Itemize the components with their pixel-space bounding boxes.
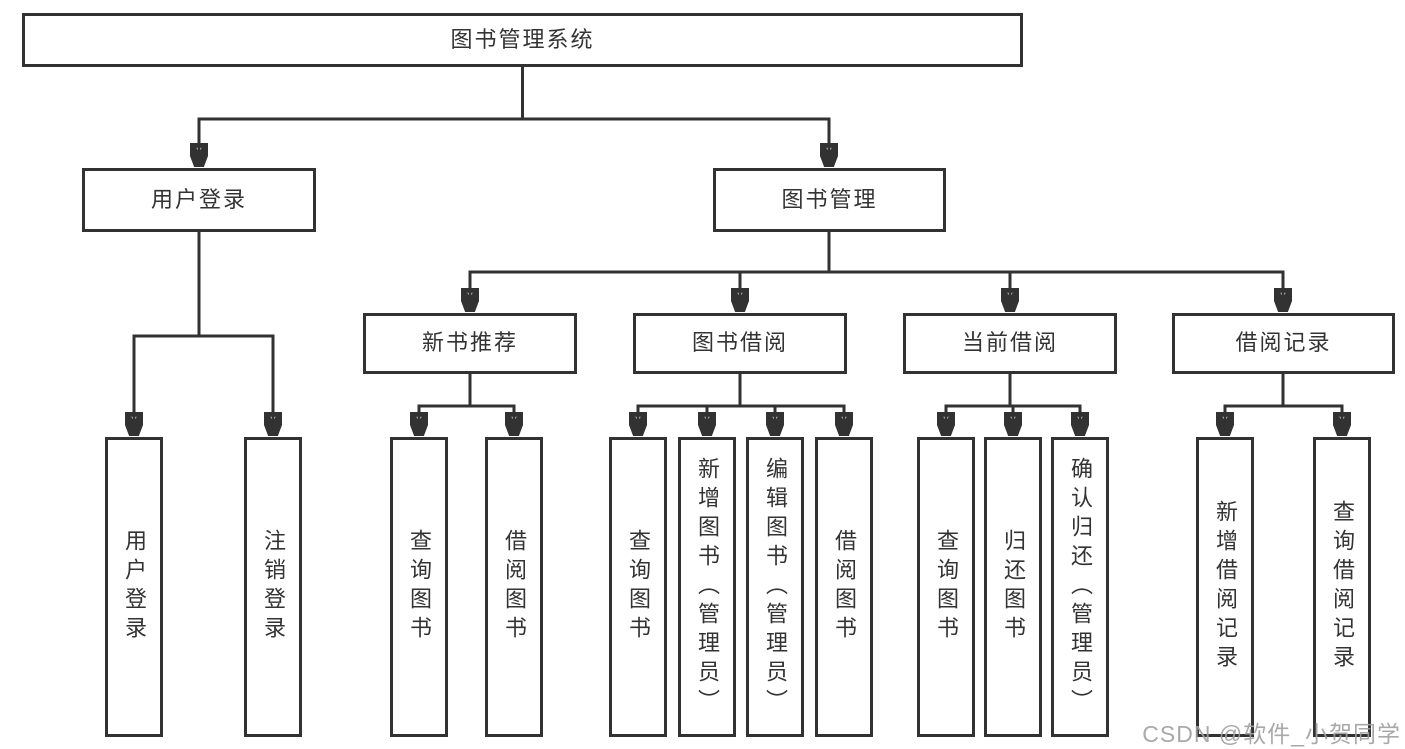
node-label: 借阅图书 [502,529,527,645]
leaf-borrowing-query-books: 查询图书 [609,437,667,737]
leaf-current-return-books: 归还图书 [984,437,1042,737]
node-label: 查询图书 [407,529,432,645]
leaf-newrec-borrow-books: 借阅图书 [485,437,543,737]
node-label: 图书借阅 [691,330,788,356]
node-label: 归还图书 [1001,529,1026,645]
node-label: 借阅记录 [1235,330,1332,356]
node-label: 查询借阅记录 [1330,500,1355,674]
leaf-borrowing-add-books-admin: 新增图书（管理员） [678,437,736,737]
node-label: 编辑图书（管理员） [763,456,788,718]
node-label: 确认归还（管理员） [1068,456,1093,718]
leaf-records-add-borrow-record: 新增借阅记录 [1196,437,1254,737]
node-label: 查询图书 [934,529,959,645]
leaf-user-login: 用户登录 [105,437,163,737]
leaf-current-confirm-return-admin: 确认归还（管理员） [1051,437,1109,737]
node-label: 当前借阅 [961,330,1058,356]
node-label: 用户登录 [150,186,247,212]
leaf-records-query-borrow-record: 查询借阅记录 [1313,437,1371,737]
node-label: 注销登录 [261,529,286,645]
node-label: 借阅图书 [832,529,857,645]
node-book-borrowing: 图书借阅 [633,313,847,374]
node-label: 查询图书 [626,529,651,645]
node-new-book-recommend: 新书推荐 [363,313,577,374]
leaf-newrec-query-books: 查询图书 [390,437,448,737]
node-label: 图书管理 [781,186,878,212]
node-label: 图书管理系统 [450,26,595,52]
node-root-library-management-system: 图书管理系统 [22,13,1023,67]
leaf-borrowing-edit-books-admin: 编辑图书（管理员） [746,437,804,737]
node-label: 用户登录 [122,529,147,645]
node-label: 新增借阅记录 [1213,500,1238,674]
leaf-borrowing-borrow-books: 借阅图书 [815,437,873,737]
leaf-logout-login: 注销登录 [244,437,302,737]
node-borrow-records: 借阅记录 [1172,313,1395,374]
leaf-current-query-books: 查询图书 [917,437,975,737]
node-book-management: 图书管理 [713,168,946,232]
node-label: 新增图书（管理员） [695,456,720,718]
node-label: 新书推荐 [421,330,518,356]
node-current-borrowing: 当前借阅 [903,313,1117,374]
node-user-login: 用户登录 [82,168,316,232]
